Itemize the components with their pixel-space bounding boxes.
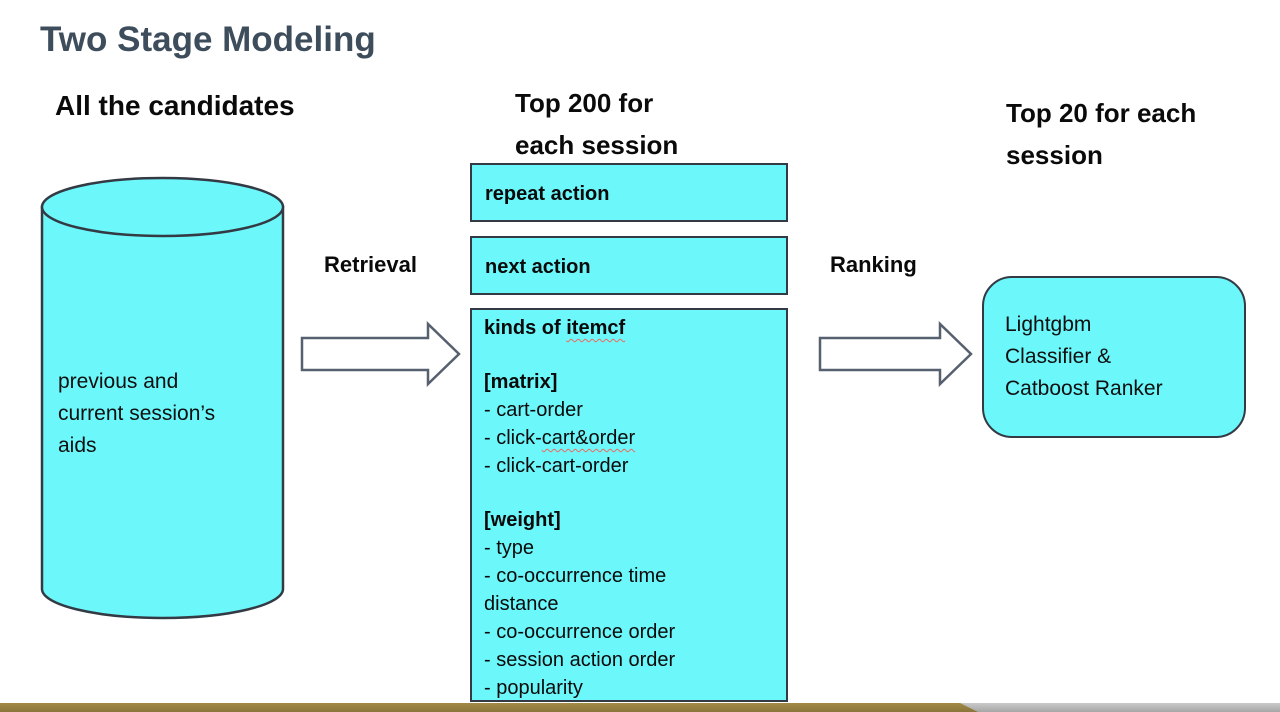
heading-top200-line1: Top 200 for xyxy=(515,88,654,118)
next-action-label: next action xyxy=(485,256,591,278)
database-label-line1: previous and xyxy=(58,370,179,393)
itemcf-title-prefix: kinds of xyxy=(484,317,567,339)
itemcf-weight-item: - co-occurrence time distance xyxy=(484,565,667,615)
footer-gold-bar xyxy=(0,703,978,712)
heading-top200-line2: each session xyxy=(515,130,679,160)
itemcf-weight-header: [weight] xyxy=(484,509,561,531)
database-label: previous and current session’s aids xyxy=(58,366,215,462)
itemcf-matrix-item2-word: cart&order xyxy=(541,427,636,449)
itemcf-matrix-item2-prefix: - click- xyxy=(484,427,542,449)
ranking-label: Ranking xyxy=(830,252,917,277)
ranker-label-line2: Classifier & xyxy=(1005,345,1112,368)
ranking-arrow-icon xyxy=(818,321,973,387)
page-title: Two Stage Modeling xyxy=(40,20,376,59)
retrieval-arrow-icon xyxy=(300,321,461,387)
heading-top20: Top 20 for each session xyxy=(1006,92,1196,176)
repeat-action-label: repeat action xyxy=(485,183,610,205)
itemcf-title: kinds of itemcf xyxy=(484,314,774,342)
heading-all-candidates: All the candidates xyxy=(55,90,295,121)
heading-top20-line1: Top 20 for each xyxy=(1006,98,1197,128)
itemcf-weight-item: - type xyxy=(484,537,535,559)
database-cylinder xyxy=(40,176,285,620)
retrieval-label: Retrieval xyxy=(324,252,417,277)
itemcf-title-word: itemcf xyxy=(566,317,626,339)
database-label-line3: aids xyxy=(58,434,97,457)
next-action-box: next action xyxy=(470,236,788,295)
ranker-label-line3: Catboost Ranker xyxy=(1005,377,1163,400)
heading-top20-line2: session xyxy=(1006,140,1103,170)
itemcf-weight-item: - popularity xyxy=(484,677,583,699)
itemcf-matrix-header: [matrix] xyxy=(484,371,558,393)
itemcf-matrix-item: - click-cart&order xyxy=(484,424,774,452)
itemcf-box: kinds of itemcf [matrix] - cart-order - … xyxy=(470,308,788,702)
spacer xyxy=(484,342,774,368)
database-label-line2: current session’s xyxy=(58,402,216,425)
heading-top200: Top 200 for each session xyxy=(515,82,678,166)
ranker-label-line1: Lightgbm xyxy=(1005,313,1092,336)
ranker-box: Lightgbm Classifier & Catboost Ranker xyxy=(982,276,1246,438)
itemcf-matrix-item: - click-cart-order xyxy=(484,455,629,477)
itemcf-weight-item: - co-occurrence order xyxy=(484,621,676,643)
itemcf-matrix-item: - cart-order xyxy=(484,399,583,421)
spacer xyxy=(484,480,774,506)
itemcf-weight-item: - session action order xyxy=(484,649,676,671)
repeat-action-box: repeat action xyxy=(470,163,788,222)
